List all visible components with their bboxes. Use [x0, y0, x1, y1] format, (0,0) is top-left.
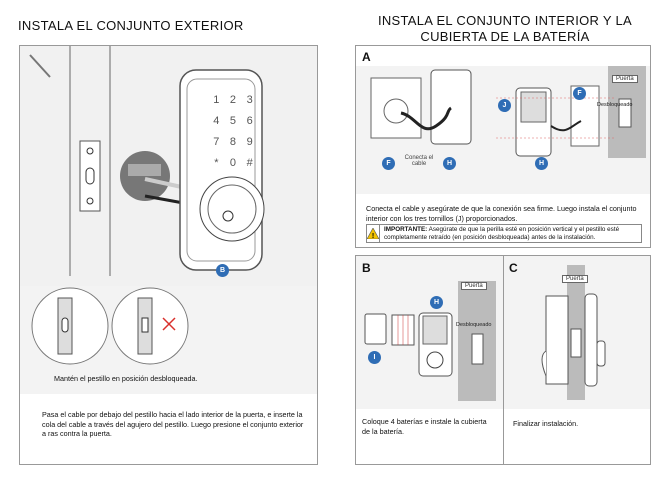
- steps-bc-panel: B H I Puerta Desbloqueado Coloque 4 bate…: [355, 255, 651, 465]
- warning-bold: IMPORTANTE:: [384, 226, 428, 233]
- divider: [503, 256, 504, 464]
- key-0: 0: [229, 157, 237, 169]
- key-hash: #: [246, 157, 253, 169]
- badge-h-3: H: [430, 296, 443, 309]
- key-9: 9: [246, 136, 253, 148]
- badge-f: F: [382, 157, 395, 170]
- badge-h-2: H: [535, 157, 548, 170]
- step-a-instruction: Conecta el cable y asegúrate de que la c…: [366, 204, 637, 223]
- badge-h: H: [443, 157, 456, 170]
- door-label: Puerta: [612, 75, 638, 83]
- door-label-c: Puerta: [562, 275, 588, 283]
- key-4: 4: [213, 115, 220, 127]
- key-5: 5: [229, 115, 237, 127]
- step-b-drawing: [364, 281, 496, 401]
- step-a-letter: A: [362, 50, 371, 64]
- badge-b: B: [216, 264, 229, 277]
- latch-position-illustration: Mantén el pestillo en posición desbloque…: [20, 286, 317, 394]
- warning-triangle-icon: !: [367, 225, 380, 242]
- step-b-instruction: Coloque 4 baterías e instale la cubierta…: [362, 417, 487, 436]
- step-c-letter: C: [509, 261, 518, 275]
- key-1: 1: [213, 94, 220, 106]
- latch-detail-drawing: [31, 287, 189, 365]
- key-8: 8: [229, 136, 237, 148]
- step-b-letter: B: [362, 261, 371, 275]
- exterior-lock-drawing: [29, 46, 265, 276]
- title-line-1: INSTALA EL CONJUNTO INTERIOR Y LA: [377, 13, 633, 28]
- badge-i: I: [368, 351, 381, 364]
- key-7: 7: [213, 136, 220, 148]
- step-a-drawing: [370, 66, 646, 158]
- warning-body: Asegúrate de que la perilla esté en posi…: [384, 226, 620, 241]
- badge-f-2: F: [573, 87, 586, 100]
- title-line-2: CUBIERTA DE LA BATERÍA: [420, 29, 590, 44]
- unlocked-label: Desbloqueado: [597, 102, 633, 108]
- unlocked-label-b: Desbloqueado: [456, 322, 492, 328]
- warning-text: IMPORTANTE: Asegúrate de que la perilla …: [380, 226, 641, 241]
- connect-cable-label: Conecta el cable: [404, 155, 434, 167]
- key-star: *: [214, 157, 219, 169]
- step-b-illustration: B H I Puerta Desbloqueado: [356, 256, 503, 409]
- step-c-illustration: C Puerta: [504, 256, 650, 409]
- key-3: 3: [246, 94, 253, 106]
- exterior-instruction: Pasa el cable por debajo del pestillo ha…: [42, 410, 304, 438]
- badge-j: J: [498, 99, 511, 112]
- step-a-panel: A F Conecta el cable H J F H Puerta Desb…: [355, 45, 651, 248]
- left-section-title: INSTALA EL CONJUNTO EXTERIOR: [18, 18, 244, 33]
- right-section-title: INSTALA EL CONJUNTO INTERIOR Y LA CUBIER…: [355, 13, 655, 45]
- latch-caption: Mantén el pestillo en posición desbloque…: [54, 374, 198, 383]
- step-c-drawing: [541, 265, 606, 400]
- key-6: 6: [246, 115, 253, 127]
- step-c-instruction: Finalizar instalación.: [513, 419, 579, 428]
- step-a-illustration: F Conecta el cable H J F H Puerta Desblo…: [356, 66, 650, 194]
- svg-text:!: !: [372, 233, 374, 239]
- door-label-b: Puerta: [461, 282, 487, 290]
- key-2: 2: [229, 94, 237, 106]
- warning-box: ! IMPORTANTE: Asegúrate de que la perill…: [366, 224, 642, 243]
